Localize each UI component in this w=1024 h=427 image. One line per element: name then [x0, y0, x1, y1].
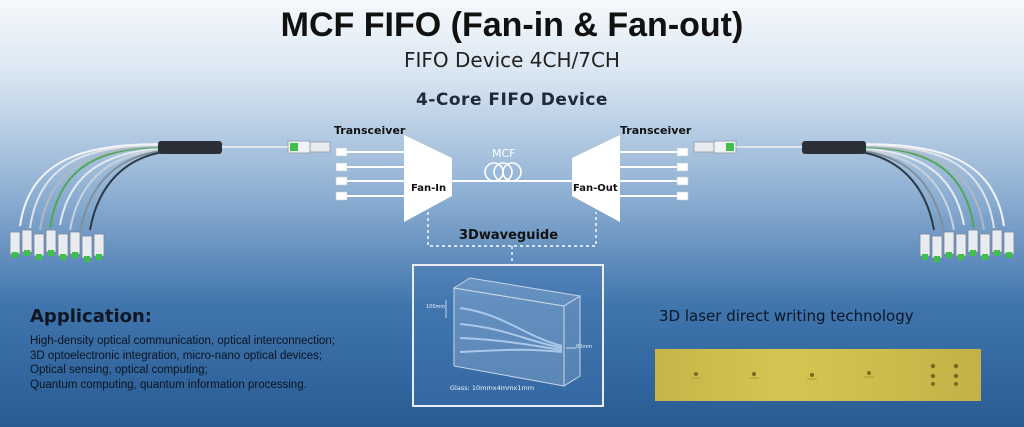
inset-dim-right: 80mm	[576, 344, 593, 350]
fan-out-block	[572, 135, 620, 222]
fan-out-label: Fan-Out	[573, 183, 618, 194]
right-connectors	[919, 229, 1015, 262]
right-transceiver-ports	[620, 147, 689, 201]
page-title: MCF FIFO (Fan-in & Fan-out)	[280, 6, 744, 44]
laser-sample-marks	[691, 363, 959, 386]
left-fiber-cable	[19, 140, 331, 233]
waveguide-glass-drawing	[445, 277, 582, 387]
mcf-fiber	[452, 162, 572, 182]
list-item: Optical sensing, optical computing;	[30, 364, 208, 376]
application-title: Application:	[30, 306, 153, 327]
laser-written-sample-photo	[655, 349, 981, 401]
fan-in-label: Fan-In	[411, 183, 447, 194]
inset-dim-left: 100mm	[426, 304, 446, 310]
mcf-label: MCF	[492, 147, 516, 160]
application-list: High-density optical communication, opti…	[30, 334, 335, 392]
list-item: Quantum computing, quantum information p…	[30, 378, 307, 391]
right-fiber-cable	[693, 140, 1005, 233]
glass-dimensions-label: Glass: 10mmx4mmx1mm	[450, 384, 535, 392]
waveguide-inset: 100mm 80mm Glass: 10mmx4mmx1mm	[412, 264, 604, 407]
transceiver-left-label: Transceiver	[334, 124, 406, 137]
page-subtitle: FIFO Device 4CH/7CH	[404, 48, 620, 72]
list-item: 3D optoelectronic integration, micro-nan…	[30, 349, 323, 362]
left-connectors	[9, 229, 105, 262]
laser-writing-title: 3D laser direct writing technology	[659, 307, 914, 325]
list-item: High-density optical communication, opti…	[30, 335, 335, 347]
device-title: 4-Core FIFO Device	[416, 90, 608, 110]
waveguide-label: 3Dwaveguide	[459, 228, 559, 243]
fan-in-block	[404, 135, 452, 222]
left-transceiver-ports	[335, 147, 404, 201]
transceiver-right-label: Transceiver	[620, 124, 692, 137]
waveguide-bracket	[427, 212, 597, 266]
